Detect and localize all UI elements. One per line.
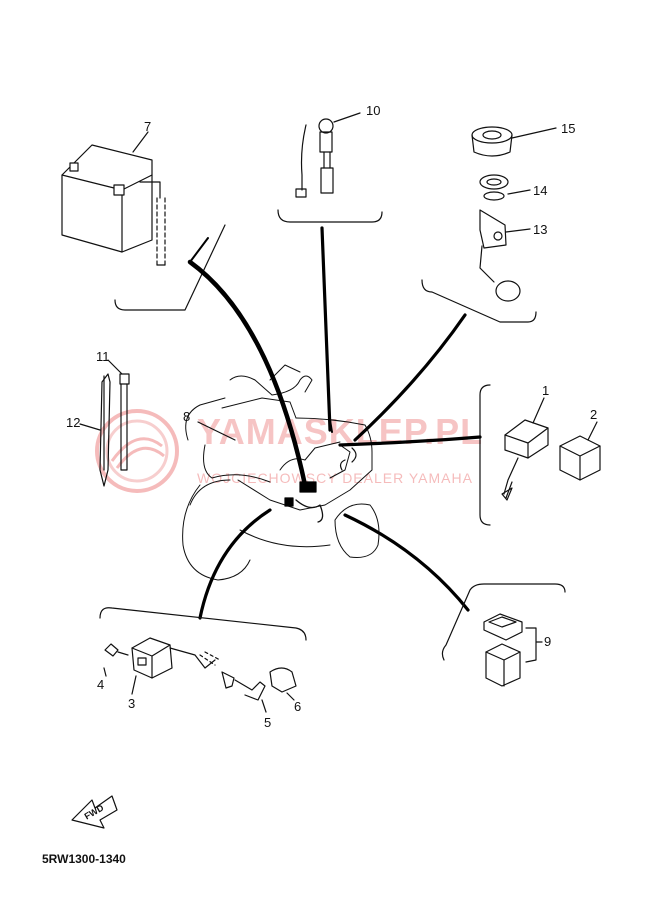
callout-14: 14 — [533, 183, 548, 198]
callout-11: 11 — [96, 349, 110, 364]
callout-9: 9 — [544, 634, 552, 649]
callout-1: 1 — [542, 383, 550, 398]
callout-5: 5 — [264, 715, 272, 730]
starter-relay-bracket — [441, 583, 566, 661]
callout-10: 10 — [366, 103, 381, 118]
callout-6: 6 — [294, 699, 302, 714]
ignition-bracket — [99, 607, 307, 641]
relay-icon — [559, 421, 601, 481]
harness-leader — [197, 421, 236, 441]
callout-13: 13 — [533, 222, 548, 237]
speed-sensor-icon — [295, 112, 361, 198]
flasher-relay-icon — [501, 397, 549, 501]
forward-arrow-icon — [71, 795, 118, 829]
starter-relay-icon — [483, 613, 543, 687]
cable-ties-icon — [79, 359, 130, 487]
fuel-sender-bracket — [421, 279, 537, 323]
diagram-code: 5RW1300-1340 — [42, 852, 126, 866]
callout-8: 8 — [183, 409, 191, 424]
battery-icon — [61, 131, 166, 266]
callout-4: 4 — [97, 677, 105, 692]
ignition-coil-icon — [103, 637, 297, 713]
wire-harness — [187, 226, 482, 620]
relay-bracket — [479, 384, 491, 526]
callout-3: 3 — [128, 696, 136, 711]
callout-15: 15 — [561, 121, 576, 136]
callout-7: 7 — [144, 119, 152, 134]
callout-12: 12 — [66, 415, 81, 430]
callout-2: 2 — [590, 407, 598, 422]
sender-bracket — [277, 209, 383, 223]
battery-bracket — [114, 224, 226, 311]
fuel-sender-icon — [471, 126, 557, 302]
